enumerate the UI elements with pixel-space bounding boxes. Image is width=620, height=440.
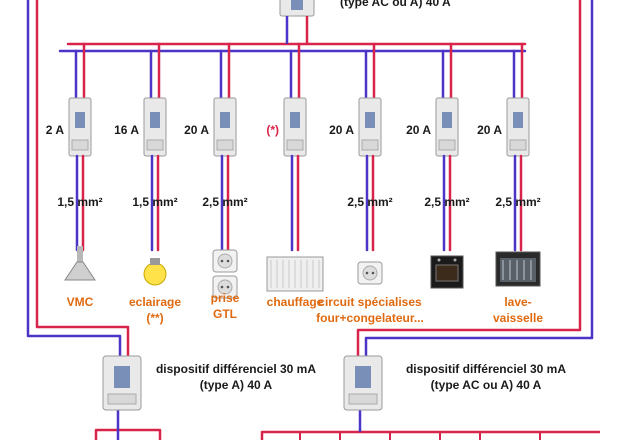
breaker-terminal: [286, 139, 304, 151]
power-outlet-icon: [212, 249, 238, 299]
load-label: prise: [211, 291, 240, 305]
breaker-terminal: [361, 139, 379, 151]
load-label: four+congelateur...: [316, 311, 424, 325]
breaker-terminal: [216, 139, 234, 151]
load-label: vaisselle: [493, 311, 543, 325]
breaker-terminal: [71, 139, 89, 151]
phase-feeder-left: [35, 0, 130, 356]
circuit-section: 2,5 mm²: [424, 195, 469, 209]
bottom-right-label-line2: (type AC ou A) 40 A: [431, 378, 542, 392]
breaker-terminal: [509, 139, 527, 151]
bottom-left-label-line2: (type A) 40 A: [200, 378, 273, 392]
breaker-toggle: [220, 112, 230, 128]
bottom-left-label-line1: dispositif différenciel 30 mA: [156, 362, 316, 376]
light-bulb-icon: [143, 258, 167, 286]
load-label: lave-: [504, 295, 531, 309]
range-hood-icon: [64, 246, 96, 281]
circuit-section: 1,5 mm²: [57, 195, 102, 209]
bottom-left-output: [94, 428, 162, 440]
circuit-rating: (*): [266, 123, 279, 137]
breaker-toggle: [365, 112, 375, 128]
circuit-rating: 20 A: [184, 123, 209, 137]
neutral-feeder-left: [26, 0, 122, 356]
circuit-rating: 2 A: [46, 123, 65, 137]
dishwasher-icon: [495, 251, 541, 287]
circuit-section: 2,5 mm²: [202, 195, 247, 209]
bottom-breaker-left: [102, 355, 142, 411]
circuit-section: 2,5 mm²: [347, 195, 392, 209]
circuit-section: 2,5 mm²: [495, 195, 540, 209]
circuit-6: 20 A 2,5 mm²: [406, 42, 470, 289]
circuit-1: 2 A 1,5 mm² VMC: [46, 42, 103, 309]
load-label: (**): [146, 311, 163, 325]
load-label: eclairage: [129, 295, 181, 309]
branch-circuits: 2 A 1,5 mm² VMC 16 A 1,5 mm² eclairage (**) 20 …: [46, 42, 543, 325]
bottom-right-label-line1: dispositif différenciel 30 mA: [406, 362, 566, 376]
breaker-toggle: [75, 112, 85, 128]
neutral-feeder-right: [364, 0, 594, 356]
bottom-right-output: [260, 430, 600, 440]
circuit-rating: 20 A: [406, 123, 431, 137]
circuit-rating: 20 A: [329, 123, 354, 137]
top-device-label: (type AC ou A) 40 A: [340, 0, 451, 9]
phase-feeder-right: [356, 0, 582, 356]
load-label: chauffage: [267, 295, 324, 309]
circuit-5: 20 A 2,5 mm² circuit spécialises four+conge…: [316, 42, 424, 325]
circuit-4: (*) chauffage: [266, 42, 324, 309]
breaker-toggle: [513, 112, 523, 128]
breaker-toggle: [290, 112, 300, 128]
feeder-wires: [26, 0, 600, 440]
breaker-terminal: [438, 139, 456, 151]
oven-icon: [430, 255, 464, 289]
load-label: VMC: [67, 295, 94, 309]
breaker-toggle: [150, 112, 160, 128]
circuit-2: 16 A 1,5 mm² eclairage (**): [114, 42, 181, 325]
circuit-7: 20 A 2,5 mm² lave-vaisselle: [477, 42, 543, 325]
circuit-section: 1,5 mm²: [132, 195, 177, 209]
bottom-breaker-right: [343, 355, 383, 411]
breaker-toggle: [442, 112, 452, 128]
radiator-icon: [266, 256, 324, 292]
load-label: circuit spécialises: [318, 295, 422, 309]
top-differential-breaker: [279, 0, 315, 44]
circuit-rating: 20 A: [477, 123, 502, 137]
load-label: GTL: [213, 307, 237, 321]
power-outlet-icon: [357, 261, 383, 285]
circuit-rating: 16 A: [114, 123, 139, 137]
breaker-terminal: [146, 139, 164, 151]
